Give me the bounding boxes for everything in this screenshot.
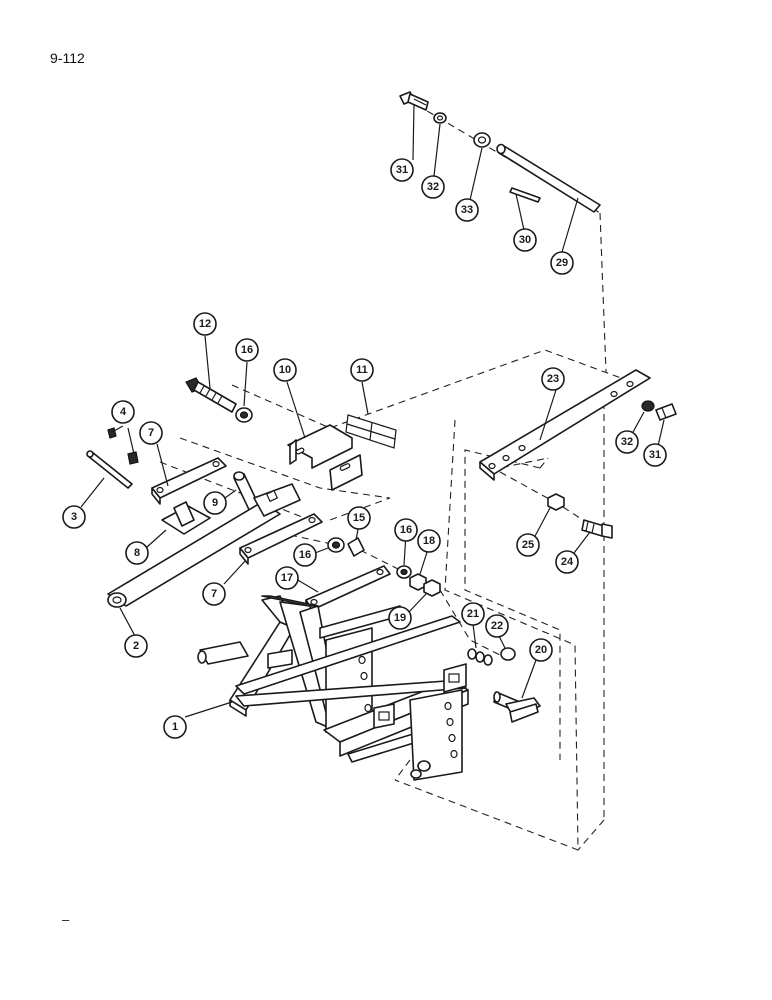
- callout-label: 31: [649, 449, 661, 461]
- callout-33: 33: [455, 198, 479, 222]
- callout-8: 8: [125, 541, 149, 565]
- callout-22: 22: [485, 614, 509, 638]
- washer-16-top: [235, 407, 253, 423]
- callout-label: 32: [621, 436, 633, 448]
- bolt-12: [185, 377, 237, 413]
- callout-label: 8: [134, 547, 140, 559]
- callout-7-lower: 7: [202, 582, 226, 606]
- callout-16-mid: 16: [293, 543, 317, 567]
- callout-label: 7: [148, 427, 154, 439]
- link-plate-7-upper: [151, 457, 227, 505]
- clip-pins-4: [107, 427, 139, 465]
- pin-3: [86, 450, 133, 489]
- callout-label: 16: [400, 524, 412, 536]
- callout-23: 23: [541, 367, 565, 391]
- assembly-dashed-lines: [159, 104, 641, 851]
- callout-label: 30: [519, 234, 531, 246]
- bolt-31-right: [655, 403, 677, 421]
- callout-21: 21: [461, 602, 485, 626]
- washer-16-right: [396, 565, 412, 579]
- callout-16-top: 16: [235, 338, 259, 362]
- callout-18: 18: [417, 529, 441, 553]
- nut-19: [423, 579, 441, 597]
- spring-21: [467, 648, 493, 666]
- page-number: 9-112: [50, 50, 85, 66]
- callout-9: 9: [203, 491, 227, 515]
- shaft-29: [496, 143, 601, 213]
- callout-32-top: 32: [421, 175, 445, 199]
- callout-2: 2: [124, 634, 148, 658]
- callout-label: 3: [71, 511, 77, 523]
- callout-31-top: 31: [390, 158, 414, 182]
- callout-25: 25: [516, 533, 540, 557]
- callout-20: 20: [529, 638, 553, 662]
- callout-11: 11: [350, 358, 374, 382]
- lockwasher-32-right: [641, 400, 655, 412]
- callout-29: 29: [550, 251, 574, 275]
- washer-22: [500, 647, 516, 661]
- bushing-15: [347, 537, 365, 557]
- callout-17: 17: [275, 566, 299, 590]
- bolt-31-top: [399, 91, 429, 111]
- callout-24: 24: [555, 550, 579, 574]
- callout-32-right: 32: [615, 430, 639, 454]
- callout-label: 33: [461, 204, 473, 216]
- callout-label: 23: [547, 373, 559, 385]
- callout-31-right: 31: [643, 443, 667, 467]
- pivot-tube-2: [107, 483, 301, 608]
- footer-mark: –: [62, 912, 70, 927]
- callout-label: 2: [133, 640, 139, 652]
- washer-33: [473, 132, 491, 148]
- callout-label: 31: [396, 164, 408, 176]
- callout-label: 9: [212, 497, 218, 509]
- callout-12: 12: [193, 312, 217, 336]
- handle-pin-20: [493, 691, 541, 723]
- roll-pin-30: [509, 187, 541, 203]
- bracket-10: [287, 424, 363, 491]
- callout-7-upper: 7: [139, 421, 163, 445]
- callout-label: 29: [556, 257, 568, 269]
- anchor-8: [161, 501, 211, 535]
- callout-label: 16: [299, 549, 311, 561]
- callout-30: 30: [513, 228, 537, 252]
- callout-3: 3: [62, 505, 86, 529]
- callout-label: 25: [522, 539, 534, 551]
- callout-label: 19: [394, 612, 406, 624]
- callout-label: 20: [535, 644, 547, 656]
- callout-19: 19: [388, 606, 412, 630]
- washer-16-mid: [327, 537, 345, 553]
- callout-label: 32: [427, 181, 439, 193]
- callout-label: 4: [120, 406, 127, 418]
- link-plate-7-lower: [239, 513, 323, 565]
- callout-label: 16: [241, 344, 253, 356]
- callout-label: 24: [561, 556, 574, 568]
- callout-1: 1: [163, 715, 187, 739]
- main-frame-1: [197, 595, 469, 781]
- callout-16-right: 16: [394, 518, 418, 542]
- nut-25: [547, 493, 565, 511]
- callout-label: 10: [279, 364, 291, 376]
- callout-leaders: [80, 103, 665, 718]
- callout-label: 22: [491, 620, 503, 632]
- callout-label: 21: [467, 608, 479, 620]
- support-bar-23: [479, 369, 651, 481]
- callout-label: 15: [353, 512, 365, 524]
- callout-15: 15: [347, 506, 371, 530]
- callout-4: 4: [111, 400, 135, 424]
- callout-10: 10: [273, 358, 297, 382]
- callout-label: 11: [356, 364, 368, 376]
- lockwasher-32-top: [433, 112, 447, 124]
- shim-11: [345, 414, 397, 449]
- callout-label: 1: [172, 721, 178, 733]
- bolt-24: [581, 519, 613, 539]
- callout-label: 7: [211, 588, 217, 600]
- callout-label: 17: [281, 572, 293, 584]
- callout-label: 12: [199, 318, 211, 330]
- callout-label: 18: [423, 535, 435, 547]
